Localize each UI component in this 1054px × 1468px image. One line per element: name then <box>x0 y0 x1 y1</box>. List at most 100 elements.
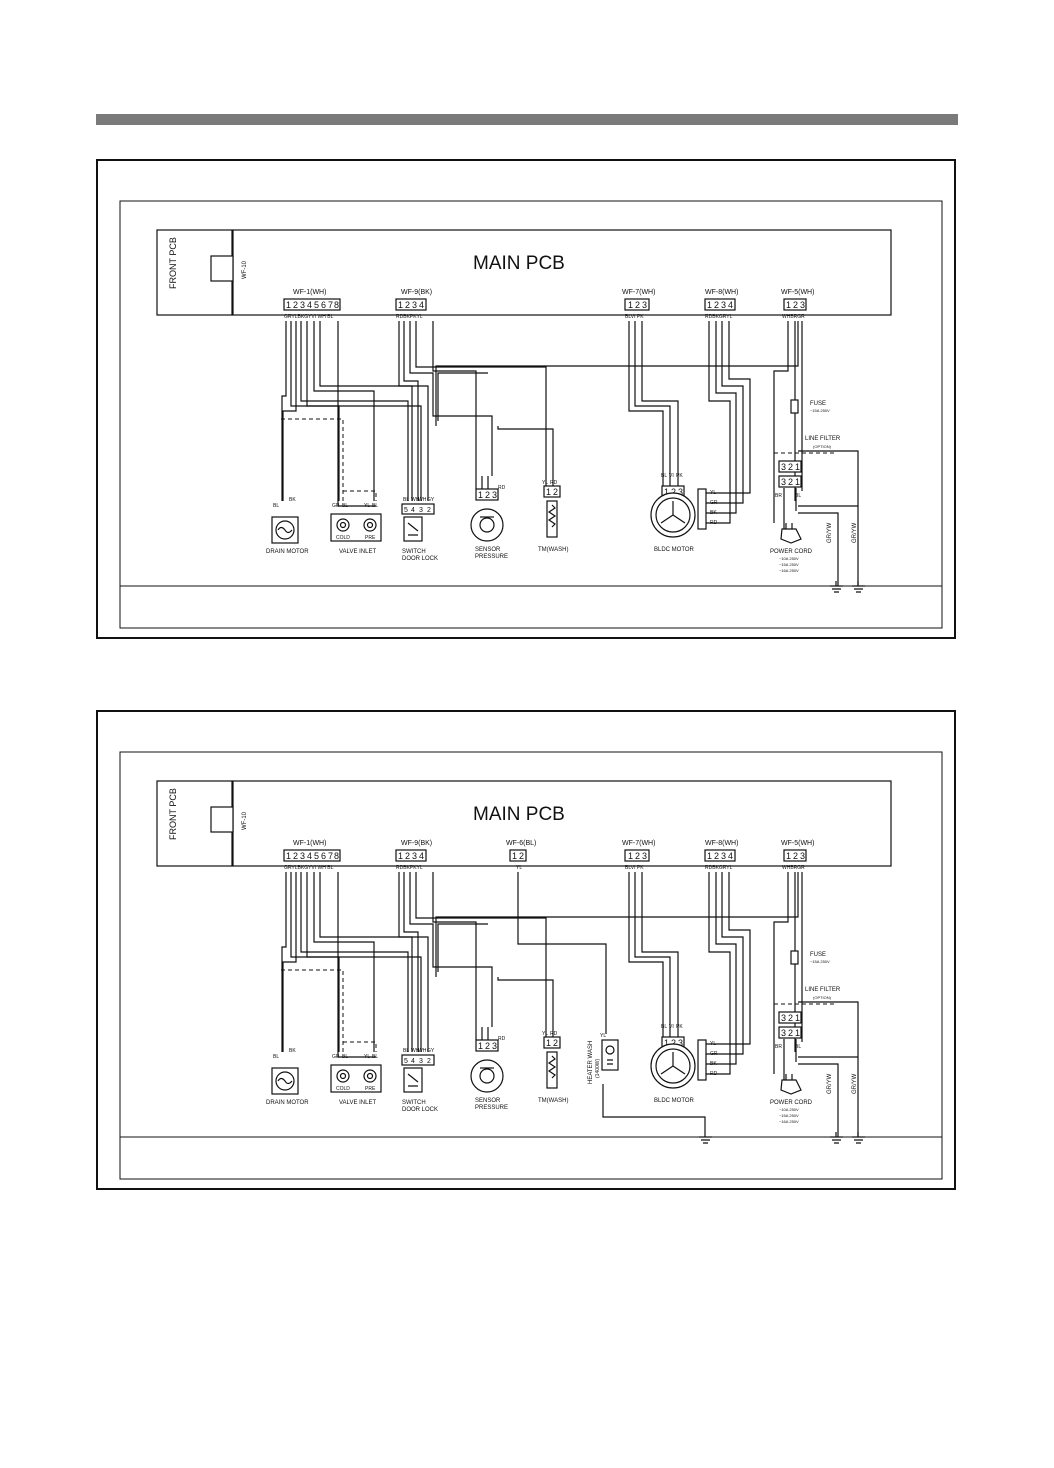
svg-text:BL: BL <box>403 497 409 503</box>
filter-br-label: BR <box>775 493 782 499</box>
wf1-wire-colors: GRYLBKGYVI WH BL <box>284 314 334 320</box>
svg-text:2: 2 <box>788 462 793 472</box>
wf8-wire-harness <box>703 321 751 524</box>
switch-door-lock: BL WH WH GY 5 4 3 2 <box>401 1048 435 1093</box>
svg-text:BL: BL <box>661 1024 667 1030</box>
ground-icon <box>830 585 865 593</box>
drain-motor: BL BK <box>271 1048 299 1095</box>
wf7-wire-colors: BLVI PK <box>625 865 644 871</box>
wf9-wire-colors: RDBKPKYL <box>396 865 423 871</box>
bldc-motor-label: BLDC MOTOR <box>654 1098 695 1104</box>
svg-text:1: 1 <box>786 851 791 861</box>
svg-text:1: 1 <box>478 490 483 500</box>
wiring-diagram-panel-2: FRONT PCB MAIN PCB WF-10 WF-1(WH) WF-9(B… <box>96 710 956 1190</box>
svg-text:WH: WH <box>411 497 420 503</box>
svg-text:8: 8 <box>334 300 339 310</box>
heater-wash-label: HEATER WASH <box>588 1041 594 1084</box>
svg-text:4: 4 <box>419 300 424 310</box>
svg-text:GR: GR <box>332 503 340 509</box>
svg-text:2: 2 <box>485 1041 490 1051</box>
svg-text:2: 2 <box>519 851 524 861</box>
wf5-to-switch-wire <box>435 872 799 977</box>
switch-door-lock: BL WH WH GY 5 4 3 2 <box>401 497 435 542</box>
svg-text:YL: YL <box>542 480 548 486</box>
wiring-diagram-2: FRONT PCB MAIN PCB WF-10 WF-1(WH) WF-9(B… <box>119 751 943 1180</box>
svg-text:3: 3 <box>419 1058 423 1065</box>
front-pcb-label: FRONT PCB <box>168 237 178 289</box>
fuse-rating: ~15A 250V <box>810 408 830 413</box>
svg-text:3: 3 <box>781 462 786 472</box>
svg-text:2: 2 <box>714 300 719 310</box>
svg-text:BL: BL <box>273 503 279 509</box>
svg-text:1: 1 <box>546 1038 551 1048</box>
wf8-wire-colors: RDBKGRYL <box>705 314 733 320</box>
power-cord-label: POWER CORD <box>770 1100 813 1106</box>
line-filter-option: (OPTION) <box>813 995 832 1000</box>
svg-text:4: 4 <box>419 851 424 861</box>
svg-text:1: 1 <box>795 462 800 472</box>
svg-text:1: 1 <box>286 851 291 861</box>
svg-text:2: 2 <box>427 1058 431 1065</box>
tm-wash-label: TM(WASH) <box>538 1098 568 1104</box>
svg-text:2: 2 <box>427 507 431 514</box>
wf5-connector: 1 2 3 <box>783 298 807 311</box>
svg-text:2: 2 <box>635 851 640 861</box>
svg-text:RD: RD <box>710 520 718 526</box>
fuse-rating: ~15A 250V <box>810 959 830 964</box>
valve-inlet-label: VALVE INLET <box>339 549 376 555</box>
wf7-wire-colors: BLVI PK <box>625 314 644 320</box>
svg-text:4: 4 <box>728 300 733 310</box>
fuse-symbol <box>790 950 799 965</box>
filter-br-label: BR <box>775 1044 782 1050</box>
heater-ground-wire <box>602 1084 706 1137</box>
fuse-label: FUSE <box>810 401 826 407</box>
outer-frame <box>119 200 943 629</box>
svg-text:5: 5 <box>314 300 319 310</box>
ground-wire-1 <box>798 450 859 586</box>
svg-text:BK: BK <box>289 497 296 503</box>
svg-text:3: 3 <box>721 300 726 310</box>
wf9-label: WF-9(BK) <box>401 840 432 847</box>
wf10-label: WF-10 <box>242 811 248 830</box>
svg-text:1: 1 <box>398 851 403 861</box>
svg-text:1: 1 <box>786 300 791 310</box>
svg-text:3: 3 <box>678 487 683 497</box>
drain-motor-label: DRAIN MOTOR <box>266 1100 309 1106</box>
svg-text:6: 6 <box>321 851 326 861</box>
wf8-connector: 1 2 3 4 <box>704 849 736 862</box>
line-filter-label: LINE FILTER <box>805 987 841 993</box>
wf5-label: WF-5(WH) <box>781 289 814 296</box>
svg-text:YL: YL <box>364 503 370 509</box>
grvw-label-2: GR/YW <box>852 1073 858 1094</box>
wf1-label: WF-1(WH) <box>293 840 326 847</box>
svg-text:3: 3 <box>781 477 786 487</box>
switch-label: SWITCH <box>402 1100 426 1106</box>
heater-wash-power: (1400W) <box>595 1058 601 1078</box>
svg-text:WH: WH <box>411 1048 420 1054</box>
sensor-to-tm-wire <box>497 977 554 1037</box>
valve-inlet: GR BL YL BL COLD PRE <box>330 503 382 542</box>
svg-text:2: 2 <box>405 300 410 310</box>
svg-text:YL: YL <box>542 1031 548 1037</box>
pressure-label: PRESSURE <box>475 1105 508 1111</box>
wiring-diagram-1: FRONT PCB MAIN PCB WF-10 WF-1(WH) WF-9(B… <box>119 200 943 629</box>
main-pcb-box <box>232 229 892 316</box>
svg-text:BL: BL <box>372 503 378 509</box>
ground-icon <box>699 1136 865 1144</box>
svg-text:RD: RD <box>550 1031 558 1037</box>
svg-text:GY: GY <box>427 1048 435 1054</box>
svg-text:1: 1 <box>664 487 669 497</box>
wf1-connector: 1 2 3 4 5 6 7 8 <box>283 298 341 311</box>
wf8-connector: 1 2 3 4 <box>704 298 736 311</box>
wf9-connector: 1 2 3 4 <box>395 298 427 311</box>
svg-text:2: 2 <box>714 851 719 861</box>
svg-text:3: 3 <box>800 851 805 861</box>
svg-text:WH: WH <box>418 497 427 503</box>
svg-text:2: 2 <box>671 487 676 497</box>
svg-text:2: 2 <box>788 1013 793 1023</box>
wf9-wire-colors: RDBKPKYL <box>396 314 423 320</box>
svg-text:YL: YL <box>600 1033 606 1039</box>
svg-text:PK: PK <box>676 1024 683 1030</box>
sensor-to-tm-wire <box>497 426 554 486</box>
wf7-wire-harness <box>628 872 679 1037</box>
